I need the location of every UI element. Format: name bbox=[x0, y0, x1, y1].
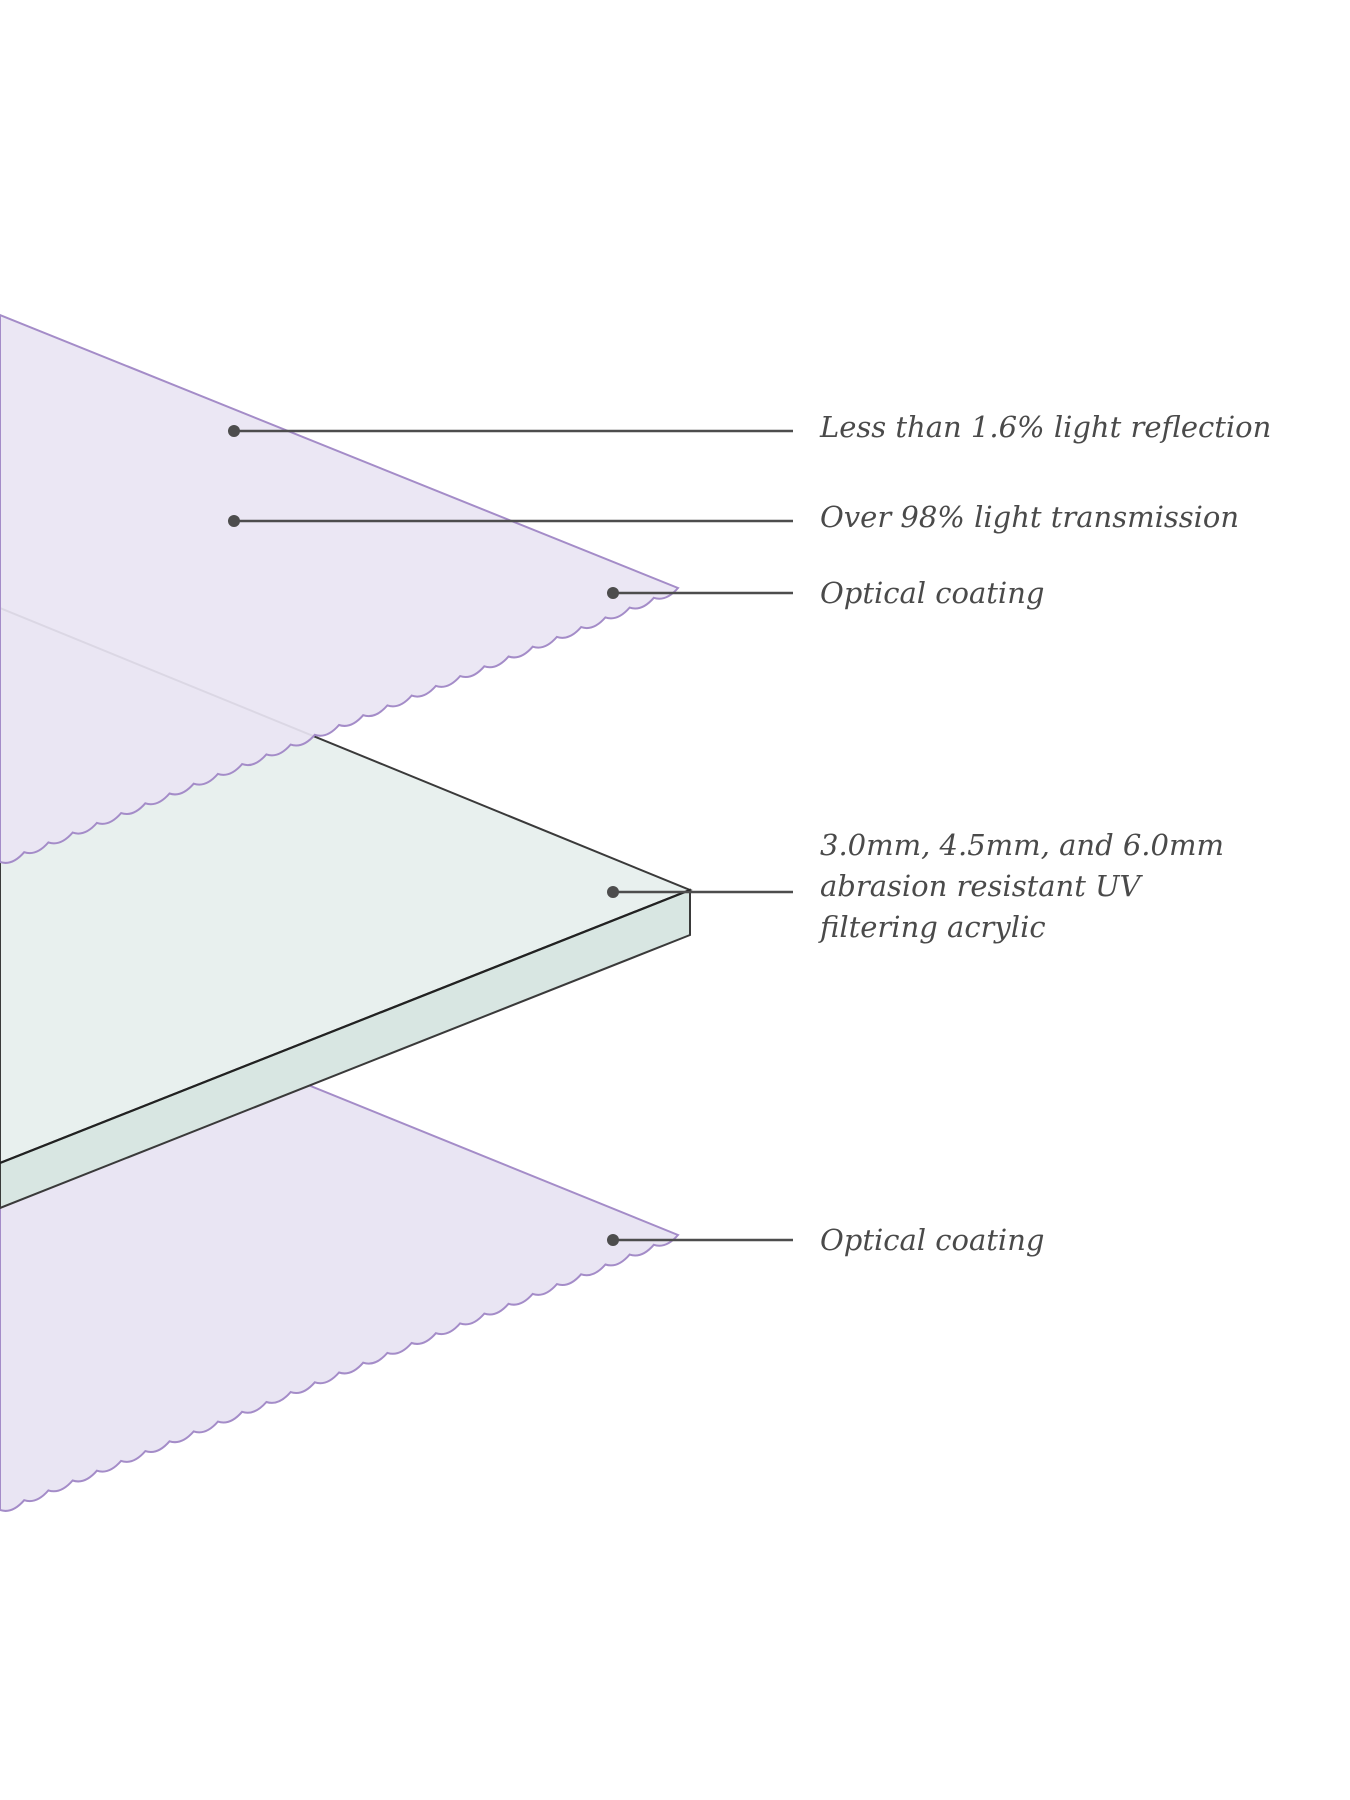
callout-transmission: Over 98% light transmission bbox=[228, 500, 1239, 534]
callout-top-coating: Optical coating bbox=[607, 576, 1044, 610]
callout-label-acrylic-line-3: filtering acrylic bbox=[818, 910, 1046, 944]
callout-acrylic: 3.0mm, 4.5mm, and 6.0mm abrasion resista… bbox=[607, 828, 1224, 944]
callout-label-transmission: Over 98% light transmission bbox=[820, 500, 1239, 534]
callout-reflection: Less than 1.6% light reflection bbox=[228, 410, 1271, 444]
acrylic-front-edge-line bbox=[0, 888, 691, 1165]
callout-label-bottom-coating: Optical coating bbox=[820, 1223, 1044, 1257]
leader-dot bbox=[607, 886, 619, 898]
callout-label-acrylic-line-1: 3.0mm, 4.5mm, and 6.0mm bbox=[820, 828, 1224, 862]
callout-label-top-coating: Optical coating bbox=[820, 576, 1044, 610]
callout-label-acrylic-line-2: abrasion resistant UV bbox=[820, 869, 1144, 903]
leader-dot bbox=[228, 515, 240, 527]
top-optical-coating-layer bbox=[0, 313, 680, 864]
callout-bottom-coating: Optical coating bbox=[607, 1223, 1044, 1257]
leader-dot bbox=[607, 587, 619, 599]
callout-label-reflection: Less than 1.6% light reflection bbox=[819, 410, 1271, 444]
leader-dot bbox=[607, 1234, 619, 1246]
leader-dot bbox=[228, 425, 240, 437]
